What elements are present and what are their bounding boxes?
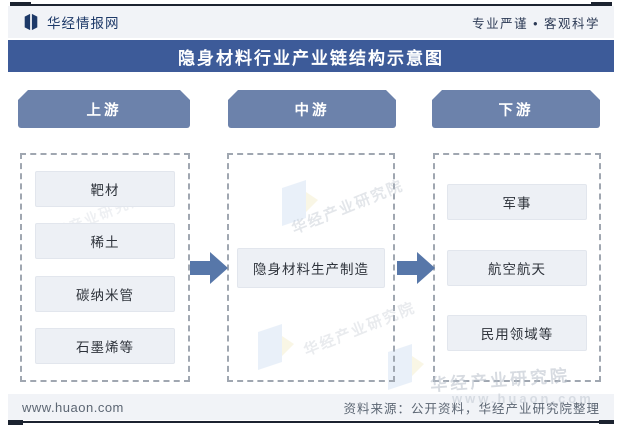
upstream-item: 靶材 [35,171,175,208]
bottom-frame-cap-right [599,418,614,424]
page-title: 隐身材料行业产业链结构示意图 [178,48,444,68]
top-frame-cap-right [591,2,612,7]
downstream-item: 军事 [447,184,587,221]
upstream-box: 靶材 稀土 碳纳米管 石墨烯等 [20,153,190,382]
column-header-label: 下游 [498,102,534,119]
column-header-downstream: 下游 [432,90,600,128]
top-frame-line [10,4,612,6]
column-header-midstream: 中游 [228,90,396,128]
page-footer: www.huaon.com 资料来源：公开资料，华经产业研究院整理 [8,394,614,420]
brand-name: 华经情报网 [47,16,120,31]
column-header-label: 中游 [294,102,330,119]
brand: 华经情报网 [22,12,120,32]
header-slogan: 专业严谨 • 客观科学 [472,16,600,31]
bottom-frame-cap-left [8,419,23,425]
title-bar: 隐身材料行业产业链结构示意图 [8,40,614,72]
arrow-midstream-to-downstream-icon [397,252,435,284]
downstream-box: 军事 航空航天 民用领域等 [433,153,601,382]
page-header: 华经情报网 专业严谨 • 客观科学 [8,6,614,38]
bottom-frame-line [10,421,612,423]
column-header-label: 上游 [86,102,122,119]
top-frame-cap-left [10,2,31,7]
footer-source-note: 资料来源：公开资料，华经产业研究院整理 [343,401,600,416]
brand-logo-icon [24,13,38,31]
upstream-item: 稀土 [35,223,175,260]
downstream-item: 航空航天 [447,249,587,286]
arrow-upstream-to-midstream-icon [190,252,228,284]
footer-site-url: www.huaon.com [22,399,124,415]
column-header-upstream: 上游 [18,90,190,128]
downstream-item: 民用领域等 [447,314,587,351]
upstream-item: 碳纳米管 [35,275,175,312]
upstream-item: 石墨烯等 [35,327,175,364]
midstream-box: 隐身材料生产制造 [227,153,395,382]
midstream-item: 隐身材料生产制造 [237,247,385,288]
